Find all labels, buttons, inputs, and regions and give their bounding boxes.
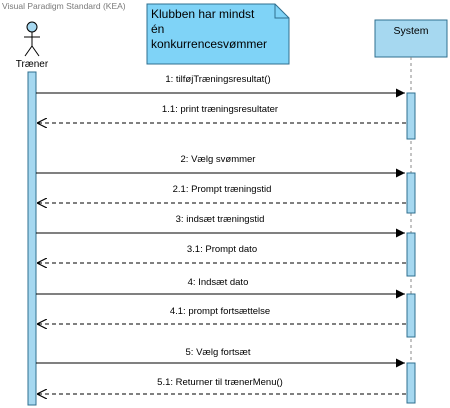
note-line-3: konkurrencesvømmer [151,37,267,51]
message-label: 3.1: Prompt dato [187,244,257,255]
message-label: 3: indsæt træningstid [176,214,265,225]
system-activation-bar [406,293,416,338]
precondition-note: Klubben har mindst én konkurrencesvømmer [146,3,290,65]
system-activation-bar [406,92,416,140]
actor-activation-bar [27,71,37,406]
message-label: 5.1: Returner til trænerMenu() [157,377,283,388]
system-activation-bar [406,172,416,214]
actor-name: Træner [16,59,49,70]
message-label: 4.1: prompt fortsættelse [170,306,270,317]
message-label: 2.1: Prompt træningstid [173,184,272,195]
message-label: 1: tilføjTræningsresultat() [165,74,270,85]
system-activation-bar [406,362,416,404]
message-label: 4: Indsæt dato [188,277,249,288]
watermark: Visual Paradigm Standard (KEA) [2,1,126,11]
message-label: 1.1: print træningsresultater [162,104,278,115]
note-line-2: én [151,22,164,36]
note-line-1: Klubben har mindst [151,7,255,21]
system-activation-bar [406,232,416,277]
actor-icon [24,21,40,57]
message-label: 2: Vælg svømmer [181,154,256,165]
message-label: 5: Vælg fortsæt [186,347,251,358]
system-name: System [393,25,428,37]
system-object: System [374,19,448,58]
